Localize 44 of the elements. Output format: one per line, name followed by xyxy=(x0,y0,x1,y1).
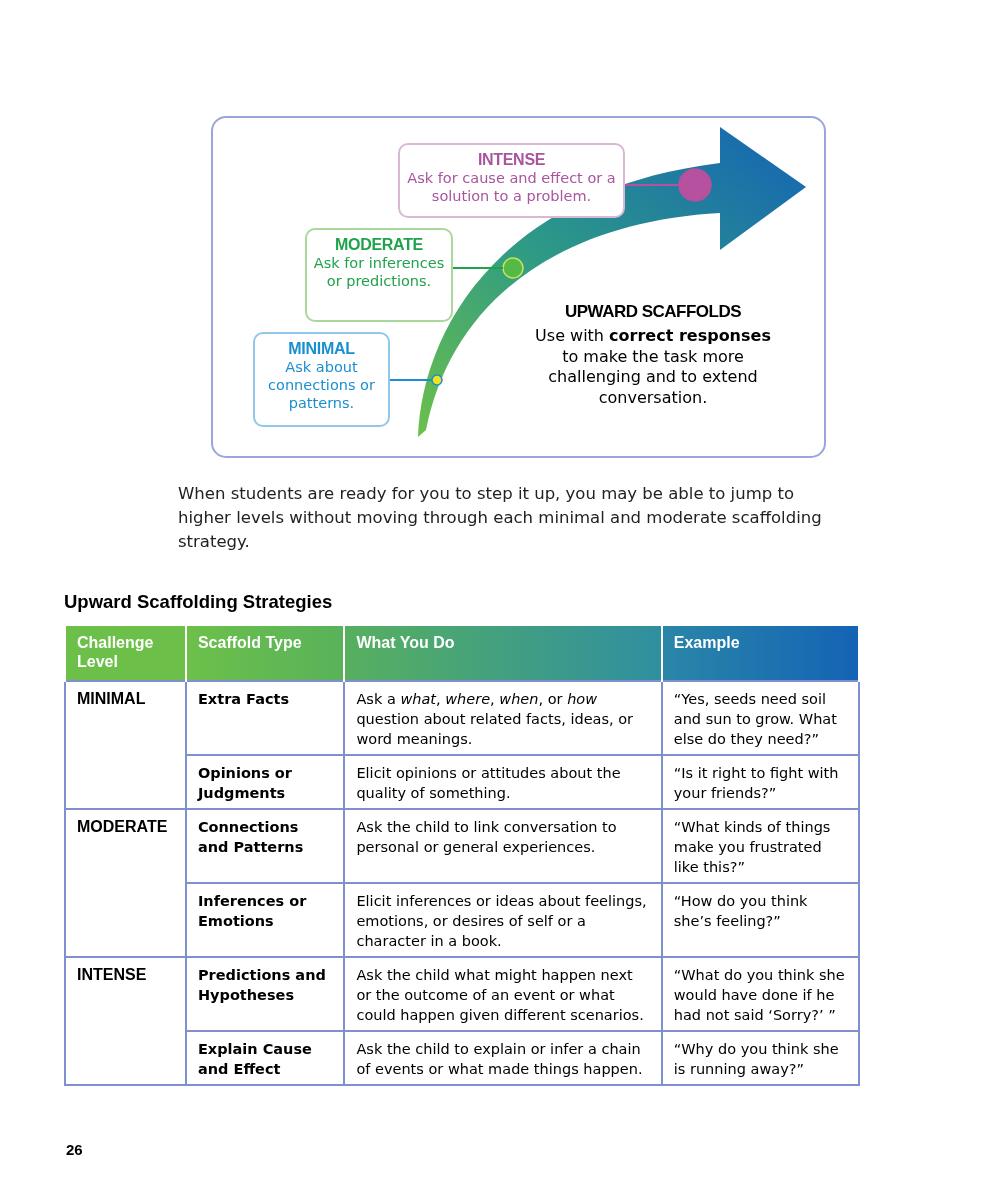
table-cell: Ask the child to link conversation to personal or general experiences. xyxy=(344,809,662,883)
marker-dot xyxy=(502,257,524,279)
table-cell: “What kinds of things make you frustrated like this?” xyxy=(661,809,859,883)
table-cell: Explain Cause and Effect xyxy=(185,1031,345,1085)
level-title: MODERATE xyxy=(334,236,424,254)
table-cell: “Yes, seeds need soil and sun to grow. What else do they need?” xyxy=(661,681,859,755)
table-cell: Elicit opinions or attitudes about the quality of something. xyxy=(344,755,662,809)
level-box xyxy=(253,332,390,427)
level-title: MINIMAL xyxy=(287,340,356,358)
body-paragraph: When students are ready for you to step it up, you may be able to jump to higher levels without moving through each minimal and moderate scaffolding strategy. xyxy=(178,483,823,553)
level-box xyxy=(398,143,625,218)
leader-line xyxy=(624,184,680,186)
table-cell: Ask the child to explain or infer a chain of events or what made things happen. xyxy=(344,1031,662,1085)
marker-dot xyxy=(678,168,712,202)
leader-line xyxy=(389,379,433,381)
level-cell: INTENSE xyxy=(65,957,186,1085)
header-cell: Challenge Level xyxy=(65,625,186,681)
table-cell: Extra Facts xyxy=(185,681,345,755)
table-cell: Ask the child what might happen next or the outcome of an event or what could happen given different scenarios. xyxy=(344,957,662,1031)
level-cell: MINIMAL xyxy=(65,681,186,809)
table-cell: Ask a what, where, when, or how question about related facts, ideas, or word meanings. xyxy=(344,681,662,755)
table-cell: Connections and Patterns xyxy=(185,809,345,883)
level-description: Ask for cause and effect or a solution to a problem. xyxy=(407,170,616,204)
header-cell: What You Do xyxy=(344,625,662,681)
level-title: INTENSE xyxy=(476,151,547,169)
level-description: Ask about connections or patterns. xyxy=(268,359,375,411)
header-cell: Example xyxy=(661,625,859,681)
header-cell: Scaffold Type xyxy=(185,625,345,681)
table-cell: “Is it right to fight with your friends?” xyxy=(661,755,859,809)
table-cell: Predictions and Hypotheses xyxy=(185,957,345,1031)
page-number: 26 xyxy=(66,1141,83,1158)
table-title: Upward Scaffolding Strategies xyxy=(64,591,333,613)
callout-text: Use with correct responses to make the task more challenging and to extend conversation. xyxy=(534,326,772,408)
marker-dot xyxy=(431,374,443,386)
level-box xyxy=(305,228,453,322)
table-cell: Inferences or Emotions xyxy=(185,883,345,957)
level-cell: MODERATE xyxy=(65,809,186,957)
level-description: Ask for inferences or predictions. xyxy=(313,255,445,289)
table-cell: Opinions or Judgments xyxy=(185,755,345,809)
table-cell: Elicit inferences or ideas about feelings, emotions, or desires of self or a character in a book. xyxy=(344,883,662,957)
table-cell: “What do you think she would have done if he had not said ‘Sorry?’ ” xyxy=(661,957,859,1031)
table-cell: “Why do you think she is running away?” xyxy=(661,1031,859,1085)
table-cell: “How do you think she’s feeling?” xyxy=(661,883,859,957)
callout-heading: UPWARD SCAFFOLDS xyxy=(563,302,743,322)
